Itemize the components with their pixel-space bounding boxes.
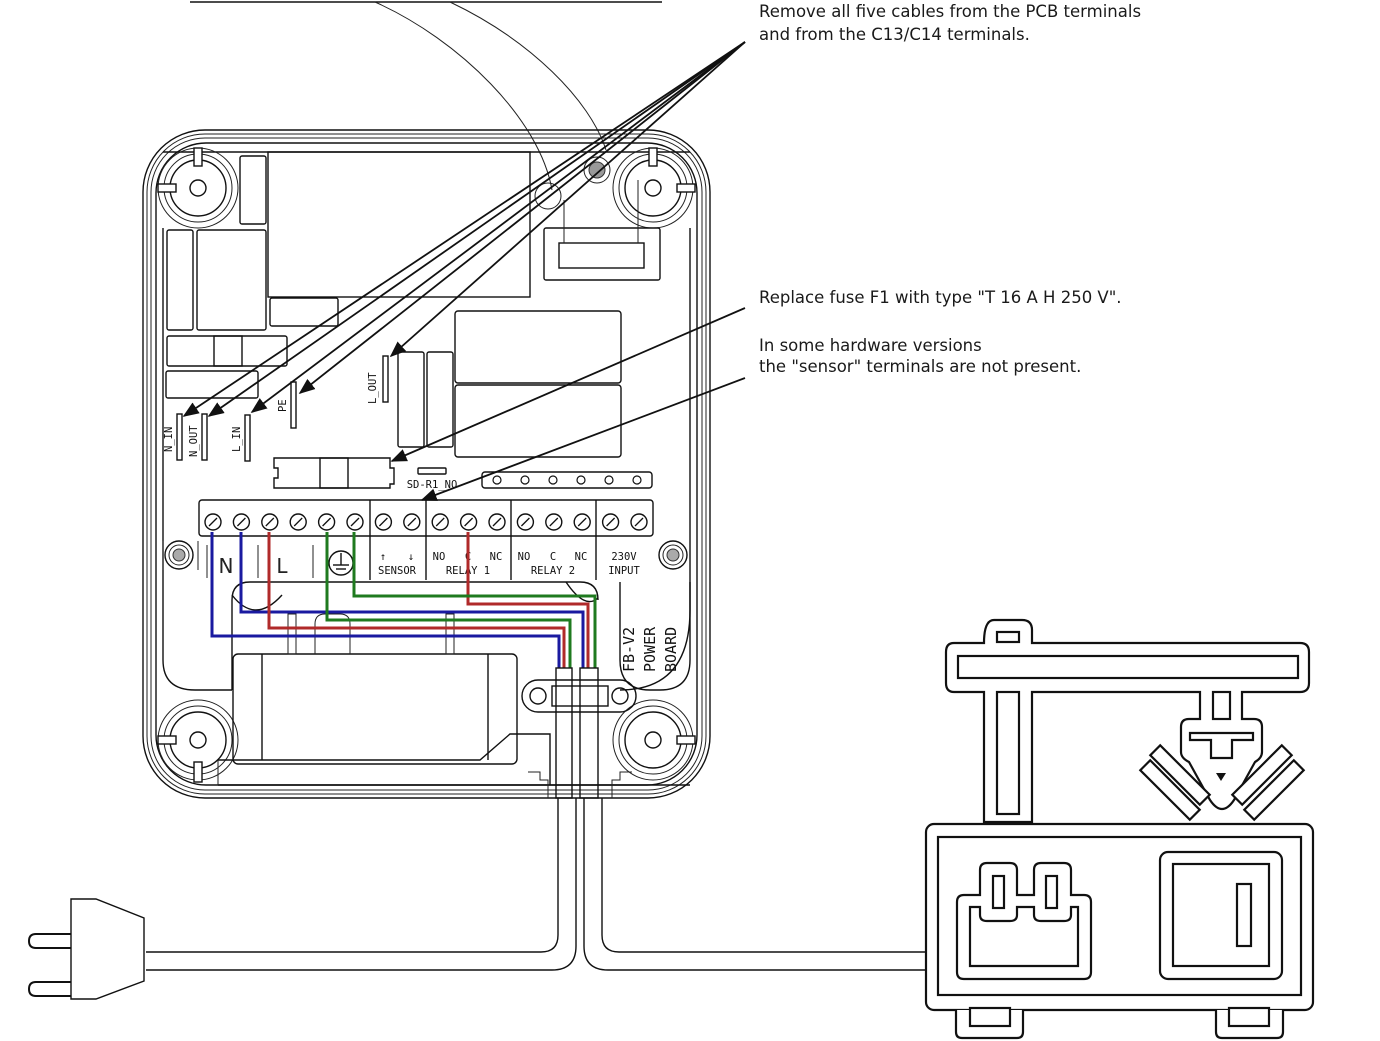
external-cables xyxy=(146,798,926,971)
svg-text:N_IN: N_IN xyxy=(163,427,175,452)
internal-wiring xyxy=(210,532,599,799)
terminal-screw xyxy=(573,513,591,531)
ground-screw-top xyxy=(583,156,611,184)
side-screw-left xyxy=(162,540,199,570)
terminal-screw xyxy=(488,513,506,531)
relay2-nc-label: NC xyxy=(575,551,588,563)
terminal-screw xyxy=(317,513,336,531)
header-pin xyxy=(492,475,502,485)
annotation-sensor-terminals: In some hardware versions the "sensor" t… xyxy=(759,336,1081,376)
connector-l-in: L_IN xyxy=(231,414,251,462)
fuse-jumper-label: SD-R1_NO xyxy=(407,479,458,491)
terminal-screw xyxy=(403,513,421,531)
lower-enclosure: FB-V2 POWER BOARD xyxy=(217,581,691,798)
relay2-label: RELAY 2 xyxy=(531,565,575,577)
terminal-screw xyxy=(346,513,364,531)
board-name-line2: POWER xyxy=(641,626,659,672)
wire-neutral-1 xyxy=(210,532,561,668)
terminal-screw xyxy=(289,513,307,531)
relay1-nc-label: NC xyxy=(490,551,503,563)
svg-text:the "sensor" terminals are not: the "sensor" terminals are not present. xyxy=(759,357,1081,376)
pcb-components: SD-R1_NO N_IN N_OUT L_IN PE L_OUT xyxy=(163,151,661,491)
mounting-boss-top-left xyxy=(157,147,239,229)
terminal-screw xyxy=(601,513,620,531)
sensor-up-arrow: ↑ xyxy=(380,551,386,563)
c14-inlet-icon xyxy=(955,861,1093,981)
terminal-screw xyxy=(204,513,222,531)
terminal-label-n: N xyxy=(219,554,234,578)
mounting-boss-top-right xyxy=(612,147,696,229)
pin-header xyxy=(481,471,653,489)
connector-n-in: N_IN xyxy=(163,413,183,461)
mains-plug-icon xyxy=(27,898,145,1000)
header-pin xyxy=(520,475,530,485)
sensor-down-arrow: ↓ xyxy=(408,551,414,563)
terminal-block: N L ↑ ↓ SENSOR NO C NC RELAY 1 NO C NC R… xyxy=(198,499,654,580)
fuse-holder-f1 xyxy=(273,457,395,489)
svg-text:N_OUT: N_OUT xyxy=(188,425,200,457)
connector-pe: PE xyxy=(277,381,297,429)
svg-text:L_IN: L_IN xyxy=(231,427,243,452)
header-pin xyxy=(548,475,558,485)
connector-n-out: N_OUT xyxy=(188,413,208,461)
board-name-line1: FB-V2 xyxy=(620,627,638,672)
header-pin xyxy=(576,475,586,485)
svg-text:PE: PE xyxy=(277,399,289,412)
header-pin xyxy=(604,475,614,485)
enclosure-base xyxy=(142,129,711,799)
terminal-screw xyxy=(545,513,563,531)
relay1-no-label: NO xyxy=(433,551,446,563)
header-pin xyxy=(632,475,642,485)
relay2-no-label: NO xyxy=(518,551,531,563)
mounting-boss-bottom-left xyxy=(157,699,239,783)
terminal-screw xyxy=(431,513,449,531)
svg-text:Remove all five cables from th: Remove all five cables from the PCB term… xyxy=(759,2,1141,21)
board-name-line3: BOARD xyxy=(662,627,680,672)
sensor-label: SENSOR xyxy=(378,565,417,577)
input-label: INPUT xyxy=(608,565,640,577)
annotation-remove-cables: Remove all five cables from the PCB term… xyxy=(759,2,1141,44)
power-switch-icon xyxy=(1158,850,1284,981)
relay2-c-label: C xyxy=(550,551,556,563)
terminal-screw xyxy=(630,513,648,531)
wire-live-1 xyxy=(267,532,566,668)
leader-lines xyxy=(182,41,746,501)
terminal-screw xyxy=(516,513,535,531)
wire-live-2 xyxy=(466,532,590,668)
mounting-boss-bottom-right xyxy=(612,699,696,781)
svg-text:and from the C13/C14 terminals: and from the C13/C14 terminals. xyxy=(759,25,1030,44)
svg-text:In some hardware versions: In some hardware versions xyxy=(759,336,982,355)
terminal-label-l: L xyxy=(276,554,288,578)
side-screw-right xyxy=(658,540,688,570)
wire-earth-2 xyxy=(352,532,597,668)
enclosure-lid-outline xyxy=(190,1,662,191)
annotation-replace-fuse: Replace fuse F1 with type "T 16 A H 250 … xyxy=(759,288,1122,307)
terminal-screw xyxy=(374,513,393,531)
connector-l-out: L_OUT xyxy=(367,355,389,404)
protective-earth-icon xyxy=(328,550,354,576)
svg-text:L_OUT: L_OUT xyxy=(367,372,379,404)
terminal-screw xyxy=(261,513,279,531)
terminal-screw xyxy=(232,513,251,531)
wire-earth-1 xyxy=(325,532,572,668)
input-voltage-label: 230V xyxy=(611,551,637,563)
wire-neutral-2 xyxy=(239,532,585,668)
terminal-screw xyxy=(459,513,478,531)
svg-text:Replace fuse F1 with type "T 1: Replace fuse F1 with type "T 16 A H 250 … xyxy=(759,288,1122,307)
cable-gland xyxy=(521,679,637,713)
